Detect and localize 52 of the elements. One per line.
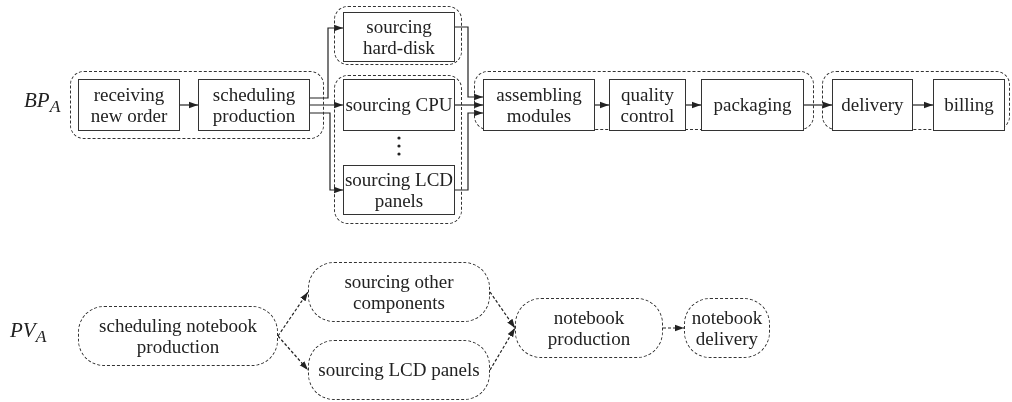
rounded-process-box	[78, 306, 278, 366]
rounded-process-box	[308, 340, 490, 400]
arrow	[454, 109, 484, 191]
process-box	[483, 79, 595, 131]
arrow	[489, 291, 516, 329]
arrow	[662, 324, 685, 332]
node-label: quality control	[619, 83, 676, 127]
arrow	[309, 24, 344, 99]
group-outline	[334, 6, 462, 65]
arrow	[594, 101, 610, 109]
process-label: BP$_{A}$	[24, 88, 61, 118]
process-box	[343, 79, 455, 131]
node-label: sourcing LCD panels	[318, 359, 480, 381]
arrow	[309, 101, 344, 109]
node-label: sourcing CPU	[345, 94, 453, 116]
rounded-process-box	[308, 262, 490, 322]
process-box	[609, 79, 686, 131]
process-box	[198, 79, 310, 131]
group-outline	[474, 71, 814, 130]
group-outline	[70, 71, 324, 139]
process-box	[701, 79, 804, 131]
arrow	[277, 335, 309, 371]
arrow	[179, 101, 199, 109]
process-box	[343, 12, 455, 62]
process-box	[832, 79, 913, 131]
node-label: scheduling notebook production	[98, 314, 258, 358]
node-label: sourcing hard-disk	[362, 15, 436, 59]
node-label: notebook delivery	[690, 306, 764, 350]
arrow	[803, 101, 833, 109]
node-label: packaging	[713, 94, 792, 116]
node-label: billing	[944, 94, 994, 116]
node-label: scheduling production	[211, 83, 297, 127]
rounded-process-box	[515, 298, 663, 358]
node-label: notebook production	[546, 306, 632, 350]
node-label: assembling modules	[495, 83, 583, 127]
node-label: receiving new order	[89, 83, 169, 127]
arrow	[309, 112, 344, 194]
process-label: PV$_{A}$	[10, 318, 47, 348]
node-label: sourcing LCD panels	[344, 168, 454, 212]
group-outline	[822, 71, 1010, 130]
arrow	[685, 101, 702, 109]
arrow	[277, 291, 309, 337]
process-box	[933, 79, 1005, 131]
arrow	[454, 26, 484, 101]
arrow	[912, 101, 934, 109]
process-box	[78, 79, 180, 131]
node-label: delivery	[841, 94, 904, 116]
arrow	[454, 101, 484, 109]
group-outline	[334, 75, 462, 224]
node-label: sourcing other components	[343, 270, 455, 314]
rounded-process-box	[684, 298, 770, 358]
arrow	[489, 327, 516, 371]
